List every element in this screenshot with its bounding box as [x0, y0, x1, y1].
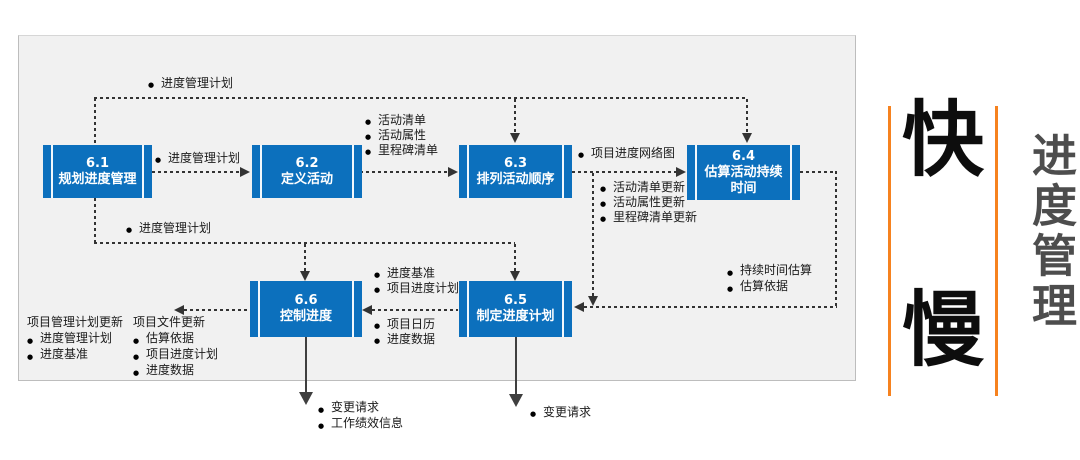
process-box-6-5: 6.5 制定进度计划 [459, 281, 572, 337]
bullet-item: 进度管理计划 [155, 151, 240, 168]
arrowhead-65-output [509, 394, 523, 407]
bullet-item: 项目进度计划 [133, 346, 218, 365]
bullet-item: 里程碑清单 [365, 143, 438, 160]
group-title: 项目管理计划更新 [27, 315, 124, 329]
label-64-outputs: 持续时间估算 估算依据 [727, 262, 812, 297]
connector-62-63 [360, 171, 448, 173]
process-number: 6.4 [731, 148, 756, 164]
process-flow-panel [18, 35, 856, 381]
connector-66-left [184, 309, 250, 311]
bullet-item: 持续时间估算 [727, 262, 812, 281]
arrowhead-into-64 [676, 167, 686, 177]
label-62-outputs: 活动清单 活动属性 里程碑清单 [365, 113, 438, 160]
bullet-item: 项目进度网络图 [578, 146, 675, 163]
arrowhead-into-65-right [574, 302, 584, 312]
connector-row2-horizontal [94, 242, 515, 244]
bullet-item: 活动清单 [365, 113, 438, 130]
process-name: 排列活动顺序 [476, 171, 555, 187]
connector-row2-branch-66 [304, 244, 306, 272]
process-name: 制定进度计划 [476, 309, 555, 324]
arrowhead-into-66-top [300, 271, 310, 281]
bullet-item: 活动属性 [365, 128, 438, 145]
bullet-item: 进度管理计划 [27, 330, 123, 349]
connector-61-down [94, 198, 96, 243]
process-box-6-3: 6.3 排列活动顺序 [459, 145, 572, 198]
process-number: 6.1 [85, 155, 110, 171]
bullet-item: 变更请求 [530, 405, 591, 422]
process-box-6-1: 6.1 规划进度管理 [43, 145, 152, 198]
bullet-item: 进度管理计划 [126, 221, 211, 238]
connector-63-down [592, 173, 594, 296]
label-mgmt-plan-updates: 项目管理计划更新 进度管理计划 进度基准 [27, 314, 124, 365]
arrowhead-into-63-top [510, 133, 520, 143]
process-box-6-4: 6.4 估算活动持续时间 [687, 145, 800, 200]
arrowhead-66-output [299, 392, 313, 405]
arrowhead-66-left [174, 305, 184, 315]
process-box-6-6: 6.6 控制进度 [250, 281, 362, 337]
connector-65-66 [372, 309, 458, 311]
bullet-item: 进度数据 [374, 332, 435, 349]
connector-top-branch-64 [746, 99, 748, 133]
arrowhead-63-down [588, 296, 598, 306]
label-63-updates: 活动清单更新 活动属性更新 里程碑清单更新 [600, 180, 697, 227]
label-65-outputs: 变更请求 [530, 405, 591, 422]
accent-line-left [888, 106, 891, 396]
bullet-item: 进度管理计划 [148, 76, 233, 93]
label-63-output: 项目进度网络图 [578, 146, 675, 163]
accent-line-right [995, 106, 998, 396]
connector-top-horizontal [94, 97, 747, 99]
bullet-item: 估算依据 [727, 278, 812, 297]
process-name: 控制进度 [279, 309, 332, 324]
process-number: 6.3 [503, 155, 528, 171]
vertical-title: 进度管理 [1024, 132, 1077, 332]
bullet-item: 项目进度计划 [374, 281, 459, 298]
group-title: 项目文件更新 [133, 315, 206, 329]
bullet-item: 工作绩效信息 [318, 415, 403, 434]
bullet-item: 变更请求 [318, 399, 403, 418]
arrowhead-into-63 [448, 167, 458, 177]
fast-character: 快 [901, 93, 984, 188]
label-66-outputs: 变更请求 工作绩效信息 [318, 399, 403, 434]
label-doc-updates: 项目文件更新 估算依据 项目进度计划 进度数据 [133, 314, 218, 381]
connector-row2-branch-65 [514, 244, 516, 272]
bullet-item: 活动清单更新 [600, 180, 697, 197]
label-row2-output: 进度管理计划 [126, 221, 211, 238]
bullet-item: 进度基准 [374, 266, 459, 283]
connector-top-branch-63 [514, 99, 516, 133]
process-box-6-2: 6.2 定义活动 [252, 145, 362, 198]
connector-65-output [515, 337, 517, 395]
arrowhead-into-64-top [742, 133, 752, 143]
bullet-item: 项目日历 [374, 317, 435, 334]
arrowhead-into-62 [240, 167, 250, 177]
label-65-to-66-top: 进度基准 项目进度计划 [374, 266, 459, 298]
bullet-item: 活动属性更新 [600, 195, 697, 212]
bullet-item: 里程碑清单更新 [600, 210, 697, 227]
label-top-output: 进度管理计划 [148, 76, 233, 93]
arrowhead-into-65-top [510, 271, 520, 281]
connector-66-output [305, 337, 307, 393]
slow-character: 慢 [901, 283, 984, 378]
label-61-to-62: 进度管理计划 [155, 151, 240, 168]
process-name: 定义活动 [280, 171, 333, 187]
label-65-to-66-bottom: 项目日历 进度数据 [374, 317, 435, 349]
process-number: 6.6 [294, 293, 318, 308]
connector-64-down [835, 171, 837, 308]
connector-64-to-65 [584, 306, 837, 308]
arrowhead-into-66-right [362, 305, 372, 315]
connector-64-right [800, 171, 837, 173]
connector-61-62 [152, 171, 240, 173]
process-number: 6.5 [503, 293, 528, 308]
process-number: 6.2 [295, 155, 319, 171]
bullet-item: 估算依据 [133, 330, 218, 349]
process-name: 规划进度管理 [58, 171, 137, 187]
connector-63-64 [572, 171, 676, 173]
bullet-item: 进度数据 [133, 362, 218, 381]
process-name: 估算活动持续时间 [704, 164, 783, 196]
bullet-item: 进度基准 [27, 346, 123, 365]
connector-61-up [94, 98, 96, 145]
